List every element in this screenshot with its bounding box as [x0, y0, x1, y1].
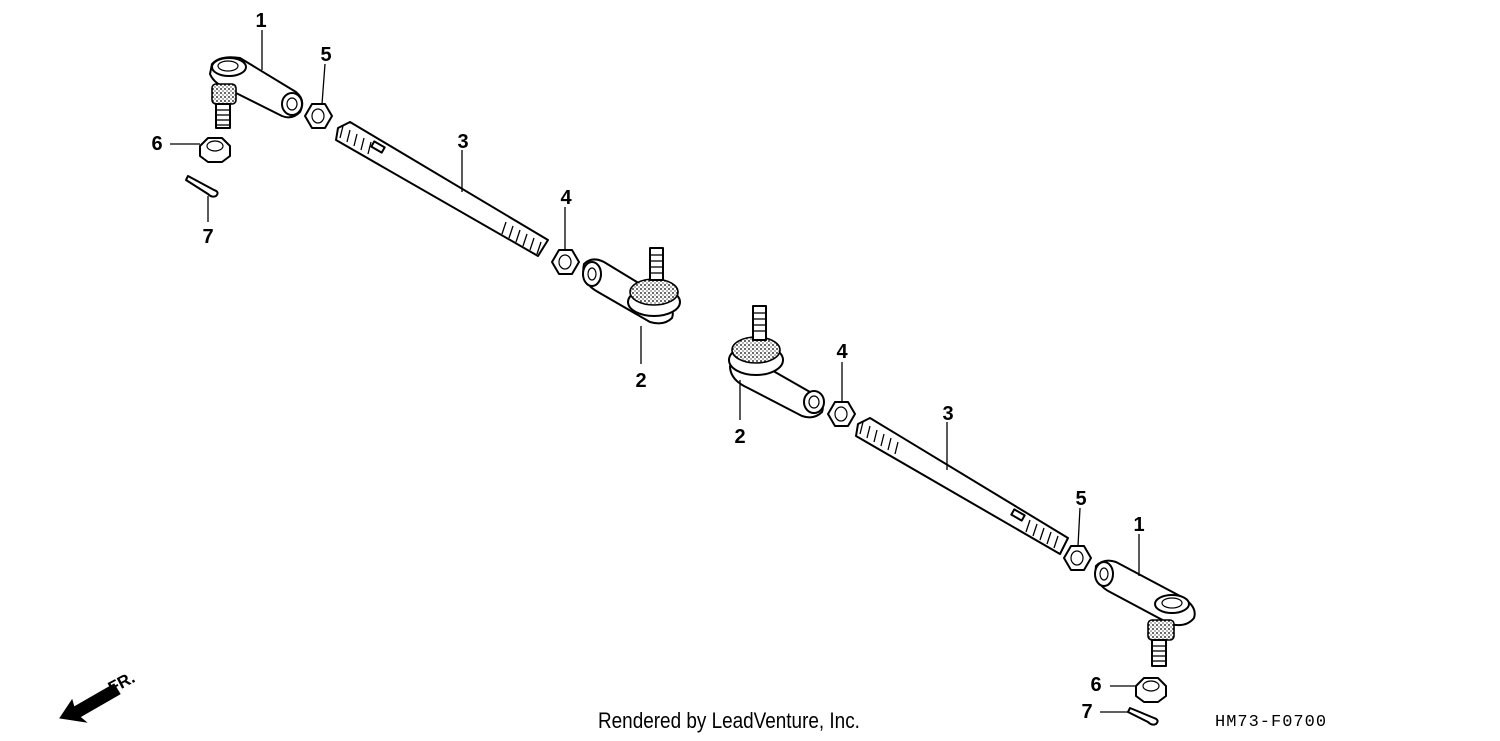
- callout-5-left: 5: [320, 44, 331, 66]
- render-credit: Rendered by LeadVenture, Inc.: [598, 708, 860, 733]
- callout-2-left: 2: [635, 370, 646, 392]
- nut-right-inner: [827, 401, 856, 427]
- callout-4-right: 4: [836, 341, 848, 363]
- figure-code: HM73-F0700: [1215, 713, 1328, 732]
- callout-1-left: 1: [255, 10, 266, 32]
- outer-tie-rod-end-left: [209, 56, 304, 129]
- outer-tie-rod-end-right: [1094, 559, 1196, 667]
- callout-6-right: 6: [1090, 674, 1101, 696]
- lock-nut-right: [1063, 545, 1092, 571]
- callout-3-right: 3: [942, 403, 953, 425]
- callout-2-right: 2: [734, 426, 745, 448]
- callout-5-right: 5: [1075, 488, 1086, 510]
- callout-3-left: 3: [457, 131, 468, 153]
- front-arrow-icon: [59, 683, 121, 723]
- callout-7-right: 7: [1081, 701, 1092, 723]
- cotter-pin-left: [185, 175, 219, 198]
- cotter-pin-right: [1127, 707, 1159, 726]
- callout-labels: 1 5 6 7 3 4 2 4 2 3 5 1 6 7: [151, 10, 1144, 723]
- tie-rod-left: [335, 121, 549, 257]
- inner-tie-rod-end-right: [728, 305, 825, 419]
- callout-6-left: 6: [151, 133, 162, 155]
- front-direction-indicator: FR.: [59, 668, 138, 723]
- tie-rod-right: [855, 417, 1069, 555]
- nut-left-inner: [551, 249, 580, 275]
- callout-4-left: 4: [560, 187, 572, 209]
- castle-nut-left: [199, 137, 231, 163]
- castle-nut-right: [1135, 677, 1167, 703]
- callout-7-left: 7: [202, 226, 213, 248]
- inner-tie-rod-end-left: [582, 247, 681, 325]
- lock-nut-left: [304, 103, 333, 129]
- leader-lines: [170, 30, 1140, 713]
- callout-1-right: 1: [1133, 514, 1144, 536]
